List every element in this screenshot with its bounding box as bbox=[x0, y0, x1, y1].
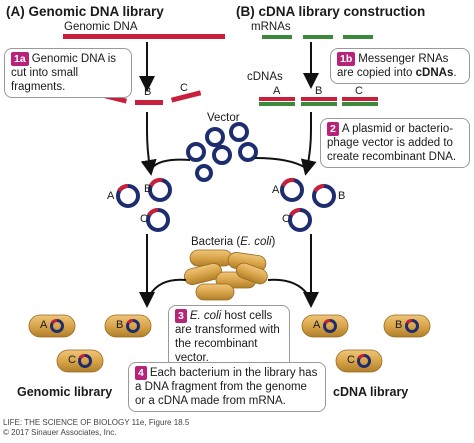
bacteria-label: Bacteria (E. coli) bbox=[191, 236, 276, 248]
recombinant-right-label-a: A bbox=[272, 184, 280, 196]
arrow-vector-to-right bbox=[254, 157, 307, 169]
cdna-fragment-label-c: C bbox=[355, 85, 363, 97]
step-1b-badge: 1b bbox=[337, 52, 356, 66]
recombinant-left-label-a: A bbox=[107, 190, 115, 202]
library-right-label-b: B bbox=[395, 319, 403, 331]
step-1a-badge: 1a bbox=[11, 52, 29, 66]
genomic-dna-strand bbox=[63, 34, 225, 39]
genomic-fragment-label-c: C bbox=[180, 82, 188, 94]
library-left-label-a: A bbox=[40, 319, 48, 331]
arrow-vector-to-left bbox=[151, 158, 191, 169]
header-genomic-library: (A) Genomic DNA library bbox=[6, 4, 164, 19]
library-plasmids-right bbox=[323, 319, 419, 368]
arrow-bact-to-left bbox=[149, 278, 187, 296]
mrnas-label: mRNAs bbox=[251, 21, 291, 33]
arrow-bact-to-right bbox=[267, 278, 309, 296]
vector-plasmids bbox=[186, 122, 258, 182]
figure-credit: LIFE: THE SCIENCE OF BIOLOGY 11e, Figure… bbox=[3, 418, 190, 437]
library-plasmids-left bbox=[50, 319, 140, 368]
step-2-badge: 2 bbox=[327, 122, 339, 136]
library-right-label-c: C bbox=[347, 354, 355, 366]
recombinant-right-label-c: C bbox=[282, 213, 290, 225]
recombinant-plasmids-left bbox=[116, 177, 172, 232]
recombinant-right-label-b: B bbox=[338, 190, 346, 202]
vector-label: Vector bbox=[207, 112, 240, 124]
recombinant-left-label-c: C bbox=[140, 213, 148, 225]
genomic-library-label: Genomic library bbox=[17, 385, 113, 399]
arrow-right-merge bbox=[300, 112, 317, 176]
mrna-strands bbox=[262, 35, 373, 39]
bacteria-cluster bbox=[183, 249, 268, 301]
cdnas-label: cDNAs bbox=[247, 71, 283, 83]
step-4-badge: 4 bbox=[135, 366, 147, 380]
step-3-badge: 3 bbox=[175, 309, 187, 323]
header-cdna-library: (B) cDNA library construction bbox=[236, 4, 426, 19]
cdna-fragment-label-b: B bbox=[315, 85, 323, 97]
arrow-left-merge bbox=[140, 112, 157, 176]
genomic-fragment-label-b: B bbox=[144, 86, 152, 98]
recombinant-left-label-b: B bbox=[144, 183, 152, 195]
cdna-fragment-label-a: A bbox=[273, 85, 281, 97]
cdna-fragments bbox=[259, 97, 378, 106]
library-right-label-a: A bbox=[313, 319, 321, 331]
cdna-library-label: cDNA library bbox=[333, 385, 409, 399]
library-left-label-c: C bbox=[68, 354, 76, 366]
recombinant-plasmids-right bbox=[280, 177, 336, 232]
genomic-dna-label: Genomic DNA bbox=[64, 21, 138, 33]
library-left-label-b: B bbox=[116, 319, 124, 331]
